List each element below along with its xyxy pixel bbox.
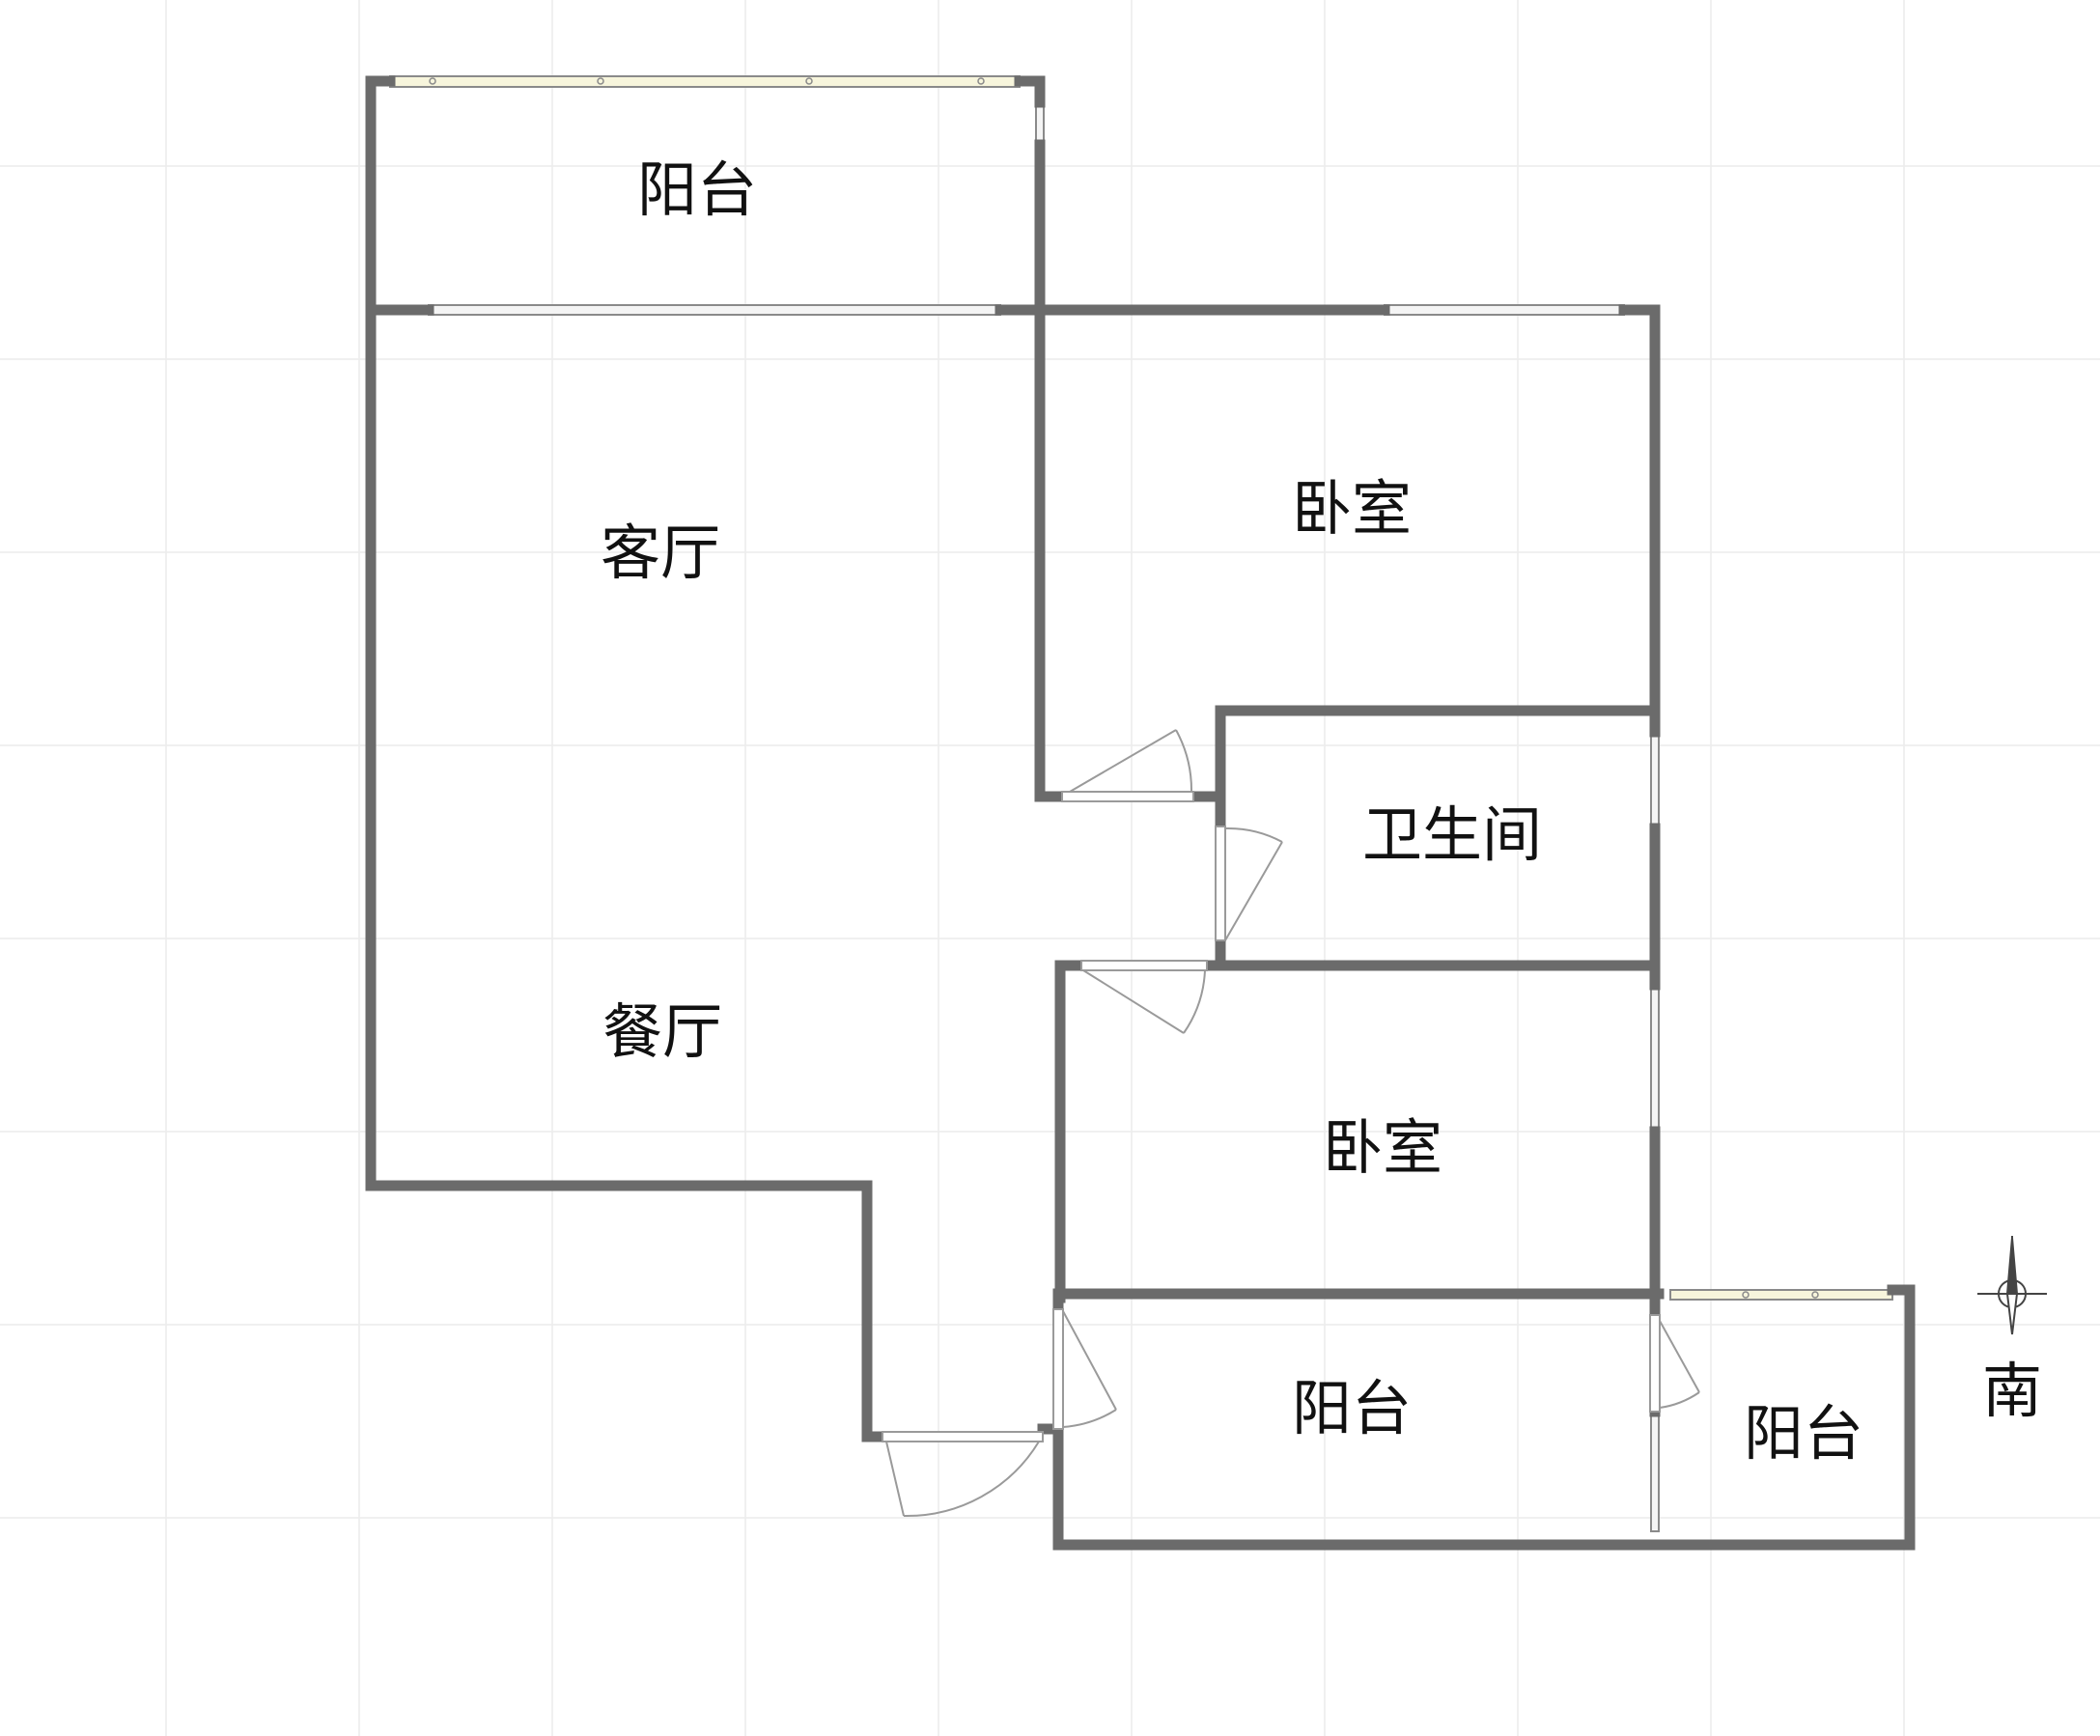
window-balcony-north-east: [1035, 101, 1045, 146]
wall-exterior-west: [365, 75, 888, 1442]
label-living-room: 客厅: [601, 518, 720, 588]
room-labels: 阳台 客厅 餐厅 卧室 卫生间 卧室 阳台 阳台: [601, 154, 1863, 1469]
compass-direction-label: 南: [1982, 1356, 2042, 1426]
compass: 南: [1977, 1236, 2047, 1426]
glass-partition-south: [1650, 1411, 1660, 1532]
door-balcony-south: [1052, 1308, 1117, 1430]
door-bedroom-upper: [1061, 729, 1194, 802]
label-bedroom-lower: 卧室: [1323, 1112, 1442, 1183]
sliding-door-living: [428, 304, 1001, 316]
label-bathroom: 卫生间: [1362, 799, 1542, 870]
wall-bedroom-living-partition: [1034, 304, 1068, 802]
window-balcony-south-small: [1669, 1289, 1893, 1301]
wall-bedroom-bathroom: [1188, 705, 1661, 802]
window-bedroom-north: [1384, 304, 1625, 316]
wall-balcony-south: [1037, 1423, 1661, 1551]
doors: [882, 729, 1700, 1518]
label-balcony-south: 阳台: [1292, 1373, 1412, 1443]
label-balcony-south-small: 阳台: [1744, 1398, 1863, 1469]
compass-icon: [1977, 1236, 2047, 1335]
door-balcony-small: [1649, 1314, 1700, 1413]
window-bathroom-east: [1650, 731, 1660, 829]
wall-bedroom-lower-west: [1054, 960, 1087, 1303]
label-balcony-north: 阳台: [637, 154, 757, 225]
window-bedroom-east: [1650, 984, 1660, 1133]
wall-balcony-south-small: [1649, 1284, 1916, 1551]
wall-balcony-north-east: [1014, 75, 1046, 108]
door-bathroom: [1215, 826, 1283, 941]
wall-exterior-east: [1618, 304, 1661, 738]
window-balcony-north: [389, 75, 1021, 88]
door-bedroom-lower: [1080, 960, 1208, 1034]
label-bedroom-upper: 卧室: [1292, 473, 1412, 544]
door-entrance: [882, 1431, 1044, 1518]
label-dining-room: 餐厅: [602, 996, 722, 1067]
windows: [389, 75, 1893, 1532]
